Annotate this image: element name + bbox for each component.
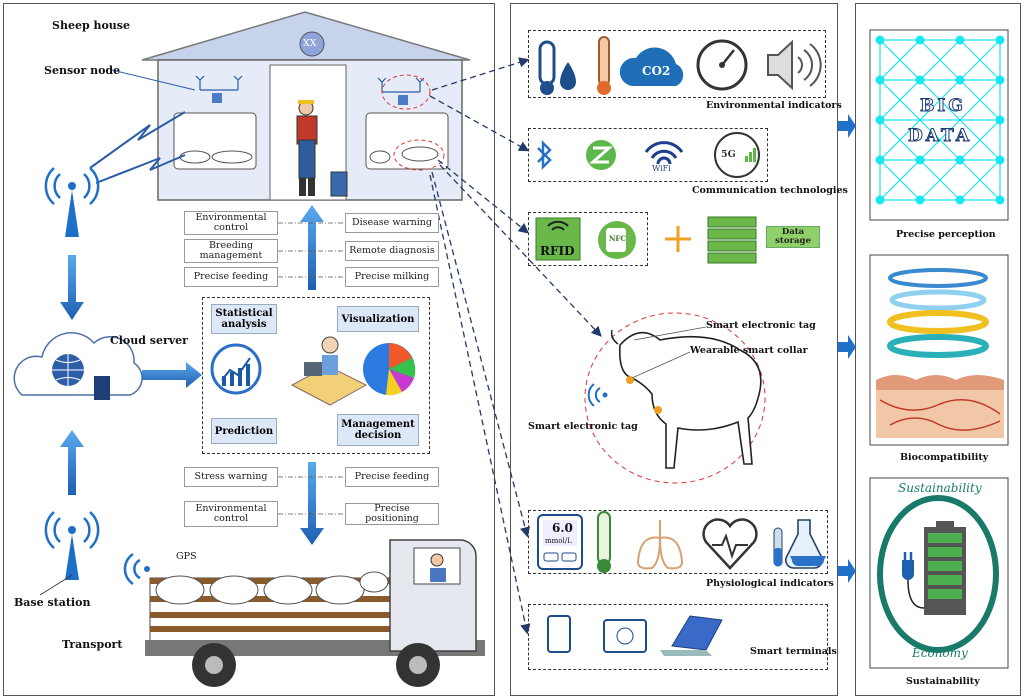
smart-terminals-box [528, 604, 828, 670]
precise-feeding-box: Precise feeding [184, 267, 278, 287]
data-storage-label: Data storage [766, 226, 820, 248]
co2-label: CO2 [642, 64, 671, 78]
stress-warning-box: Stress warning [184, 467, 278, 487]
plus-icon [665, 226, 691, 252]
sensor-node-label: Sensor node [44, 64, 121, 77]
precise-perception-label: Precise perception [896, 229, 996, 240]
heart-pulse-icon [702, 518, 758, 570]
big-data-network [869, 29, 1009, 221]
breeding-management-box: Breeding management [184, 239, 278, 263]
precise-positioning-box: Precise positioning [345, 503, 439, 525]
zigbee-icon [586, 140, 616, 170]
thermometer-drop-icon [538, 40, 576, 95]
communication-box [528, 128, 768, 182]
glucose-value: 6.0 [552, 521, 573, 535]
5g-label: 5G [721, 149, 736, 160]
house-badge: XX [303, 38, 317, 49]
smartphone-icon [547, 615, 571, 653]
environmental-indicators-label: Environmental indicators [706, 100, 842, 111]
operator-desk-icon [290, 336, 368, 406]
lungs-icon [636, 520, 684, 570]
5g-icon [714, 132, 760, 178]
cloud-icon [13, 332, 143, 400]
economy-label: Economy [912, 646, 968, 660]
tower-icon-bottom [44, 511, 100, 580]
physiological-indicators-label: Physiological indicators [706, 578, 834, 589]
speaker-icon [767, 39, 822, 91]
analysis-box [202, 297, 430, 454]
smart-electronic-tag-top-label: Smart electronic tag [706, 320, 816, 331]
sustainability-title: Sustainability [898, 481, 982, 495]
wifi-icon [644, 141, 684, 165]
visualization-label: Visualization [337, 306, 419, 332]
gauge-icon [696, 39, 748, 91]
sustainability-label: Sustainability [906, 676, 980, 687]
flask-icon [784, 519, 826, 569]
statistical-analysis-label: Statistical analysis [211, 304, 277, 334]
wearable-smart-collar-label: Wearable smart collar [690, 345, 808, 356]
analytics-chart-icon [210, 343, 262, 395]
server-stack-icon [707, 216, 757, 264]
rfid-label: RFID [540, 244, 575, 258]
big-data-line2: DATA [908, 126, 972, 147]
precise-milking-box: Precise milking [345, 267, 439, 287]
glucose-meter-icon [537, 514, 583, 570]
management-decision-label: Management decision [337, 414, 419, 446]
biocompatibility-graphic [869, 254, 1009, 446]
precise-feeding-lower-box: Precise feeding [345, 467, 439, 487]
environmental-control-box: Environmental control [184, 211, 278, 235]
big-data-line1: BIG [920, 96, 966, 117]
pie-chart-icon [363, 343, 416, 396]
physiological-box [528, 510, 828, 574]
gps-label: GPS [176, 551, 197, 562]
nfc-label: NFC [609, 234, 626, 243]
co2-cloud-icon [619, 47, 684, 86]
identification-box [528, 212, 648, 266]
nfc-icon [598, 221, 636, 259]
smart-electronic-tag-left-label: Smart electronic tag [528, 421, 638, 432]
cloud-server-label: Cloud server [110, 334, 188, 347]
test-tube-icon [773, 527, 783, 567]
sheep-house-label: Sheep house [52, 19, 130, 32]
biocompatibility-label: Biocompatibility [900, 452, 989, 463]
disease-warning-box: Disease warning [345, 213, 439, 233]
thermometer-icon [597, 36, 611, 95]
environmental-control-lower-box: Environmental control [184, 501, 278, 527]
base-station-label: Base station [14, 596, 91, 609]
glucose-unit: mmol/L [545, 537, 572, 545]
rfid-icon [535, 217, 581, 261]
bluetooth-icon [537, 139, 552, 171]
tablet-icon [603, 619, 647, 653]
environmental-indicators-box [528, 30, 826, 98]
wifi-label: WiFi [652, 164, 671, 173]
sheep-house-graphic [141, 11, 471, 201]
prediction-label: Prediction [211, 418, 277, 444]
transport-label: Transport [62, 638, 123, 651]
tower-icon-top [44, 167, 100, 237]
truck-graphic [123, 539, 485, 687]
body-thermometer-icon [597, 511, 611, 573]
remote-diagnosis-box: Remote diagnosis [345, 241, 439, 261]
sustainability-graphic [869, 477, 1009, 669]
smart-terminals-label: Smart terminals [750, 646, 837, 657]
sheep-with-tags-graphic [584, 312, 766, 484]
communication-technologies-label: Communication technologies [692, 185, 848, 196]
laptop-icon [660, 615, 723, 656]
side-arrows [838, 114, 856, 583]
